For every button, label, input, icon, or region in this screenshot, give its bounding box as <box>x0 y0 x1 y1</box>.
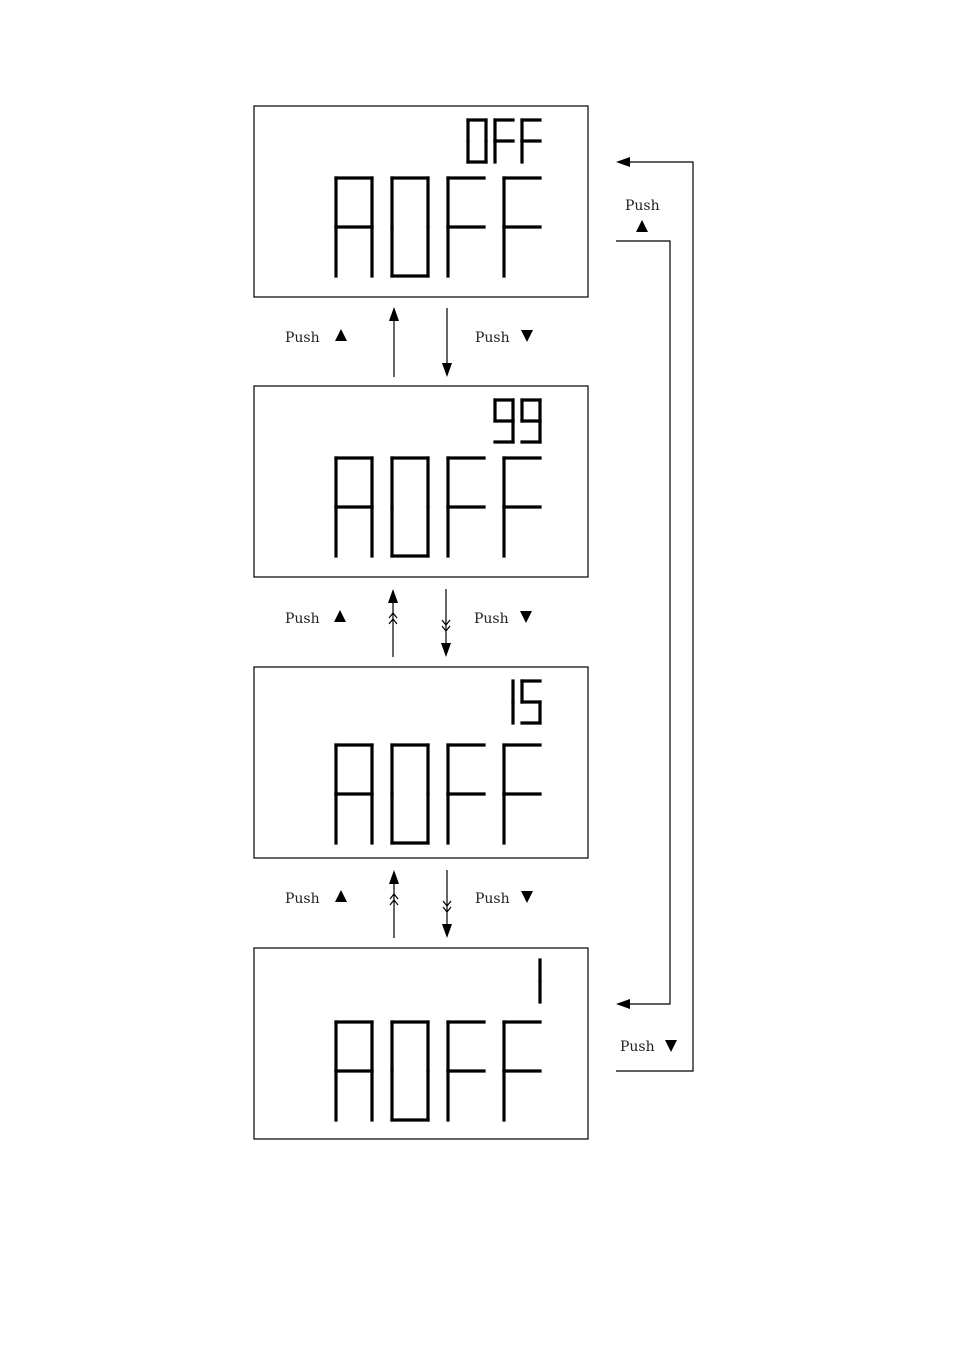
arrow-head-left-icon <box>616 157 630 167</box>
push-down-label: Push <box>475 330 510 346</box>
arrow-head-up-icon <box>389 307 399 321</box>
push-up-label: Push <box>285 611 320 627</box>
up-triangle-icon <box>335 890 347 902</box>
transition-off-99: Push Push <box>285 307 533 377</box>
push-up-label: Push <box>285 330 320 346</box>
arrow-head-up-icon <box>388 589 398 603</box>
down-triangle-icon <box>521 330 533 342</box>
arrow-head-down-icon <box>442 363 452 377</box>
wrap-1-to-off: Push <box>616 157 693 1071</box>
transition-99-15: Push Push <box>285 589 532 657</box>
lcd-display-off <box>254 106 588 297</box>
lcd-frame <box>254 667 588 858</box>
push-down-label: Push <box>474 611 509 627</box>
lcd-frame <box>254 948 588 1139</box>
arrow-head-left-icon <box>616 999 630 1009</box>
down-triangle-icon <box>520 611 532 623</box>
up-triangle-icon <box>636 220 648 232</box>
lcd-frame <box>254 106 588 297</box>
transition-15-1: Push Push <box>285 870 533 938</box>
push-up-label: Push <box>285 891 320 907</box>
lcd-display-1 <box>254 948 588 1139</box>
arrow-head-down-icon <box>442 924 452 938</box>
lcd-display-99 <box>254 386 588 577</box>
up-triangle-icon <box>335 329 347 341</box>
lcd-frame <box>254 386 588 577</box>
arrow-head-up-icon <box>389 870 399 884</box>
wrap-line-inner <box>616 241 670 1004</box>
lcd-display-15 <box>254 667 588 858</box>
up-triangle-icon <box>334 610 346 622</box>
wrap-push-up-label: Push <box>625 198 660 214</box>
arrow-head-down-icon <box>441 643 451 657</box>
down-triangle-icon <box>521 891 533 903</box>
wrap-push-down-label: Push <box>620 1039 655 1055</box>
wrap-off-to-1: Push <box>616 198 670 1009</box>
push-down-label: Push <box>475 891 510 907</box>
wrap-line-outer <box>616 162 693 1071</box>
down-triangle-icon <box>665 1040 677 1052</box>
